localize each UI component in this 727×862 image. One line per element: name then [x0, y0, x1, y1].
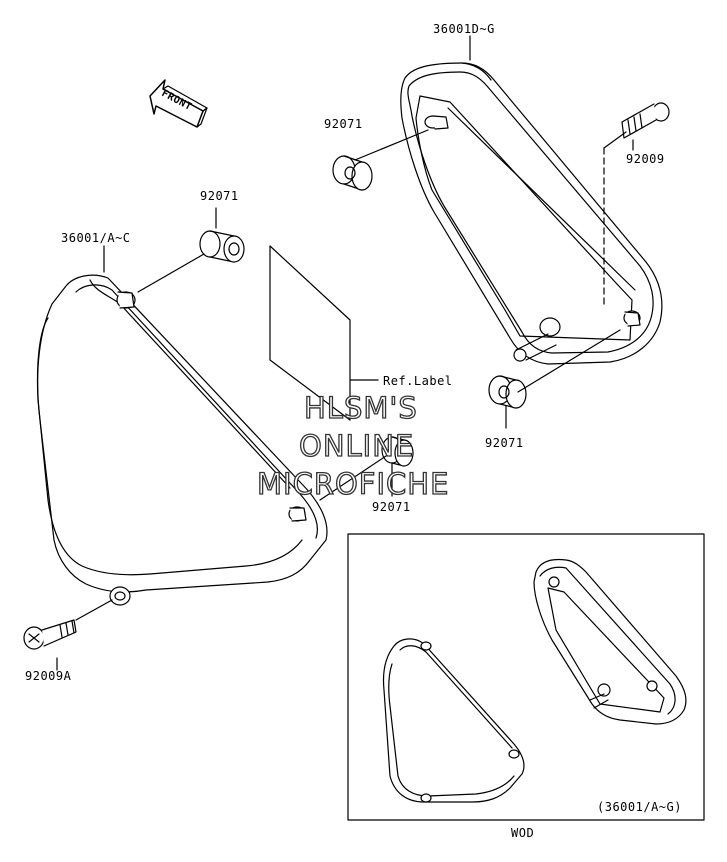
part-label-grommet-left: 92071: [200, 189, 239, 203]
grommet-left-icon: [199, 230, 245, 263]
part-label-bolt-right: 92009: [626, 152, 665, 166]
inset-box: [347, 533, 705, 821]
inset-model-label: WOD: [511, 826, 535, 840]
grommet-right-icon: [488, 375, 527, 409]
part-label-grommet-right: 92071: [485, 436, 524, 450]
grommet-top-right-icon: [332, 155, 373, 191]
bolt-left-icon: [23, 619, 77, 650]
part-label-grommet-top-right: 92071: [324, 117, 363, 131]
front-arrow-icon: [149, 79, 208, 128]
part-label-bolt-left: 92009A: [25, 669, 72, 683]
left-side-cover: [36, 274, 328, 606]
part-label-cover-left: 36001/A~C: [61, 231, 131, 245]
watermark-line-3: MICROFICHE: [256, 466, 450, 501]
part-label-grommet-center: 92071: [372, 500, 411, 514]
leader-lines: [56, 35, 634, 671]
watermark-line-1: HLSM'S: [303, 390, 418, 425]
ref-label-sheet: [269, 245, 351, 421]
right-side-cover: [400, 62, 663, 365]
grommet-center-icon: [381, 436, 414, 467]
bolt-right-icon: [621, 102, 670, 139]
inset-caption: (36001/A~G): [597, 800, 682, 814]
part-label-ref-label: Ref.Label: [383, 374, 453, 388]
watermark-line-2: ONLINE: [298, 428, 415, 463]
part-label-cover-right: 36001D~G: [433, 22, 495, 36]
